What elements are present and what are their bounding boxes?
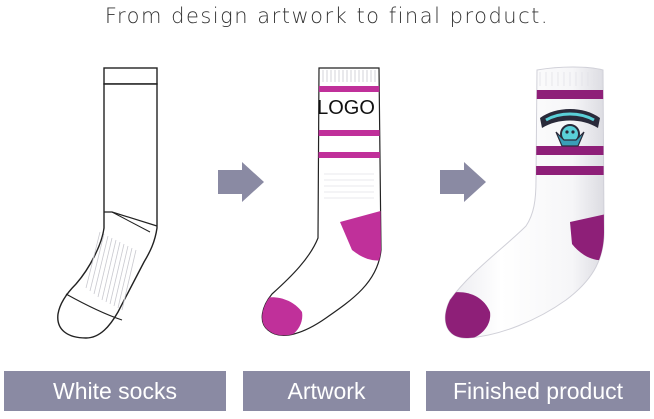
sock-artwork-emblem — [540, 109, 600, 147]
finished-sock-photo — [444, 66, 605, 339]
finished-product-label: Finished product — [426, 371, 650, 411]
artwork-label: Artwork — [243, 371, 410, 411]
artwork-sock-drawing: LOGO — [261, 67, 382, 336]
white-sock-drawing — [57, 67, 158, 339]
page-title: From design artwork to final product. — [104, 4, 550, 28]
white-socks-label: White socks — [4, 371, 226, 411]
arrow-right-icon — [440, 162, 486, 202]
logo-placeholder-text: LOGO — [317, 97, 375, 119]
arrow-right-icon — [218, 162, 264, 202]
